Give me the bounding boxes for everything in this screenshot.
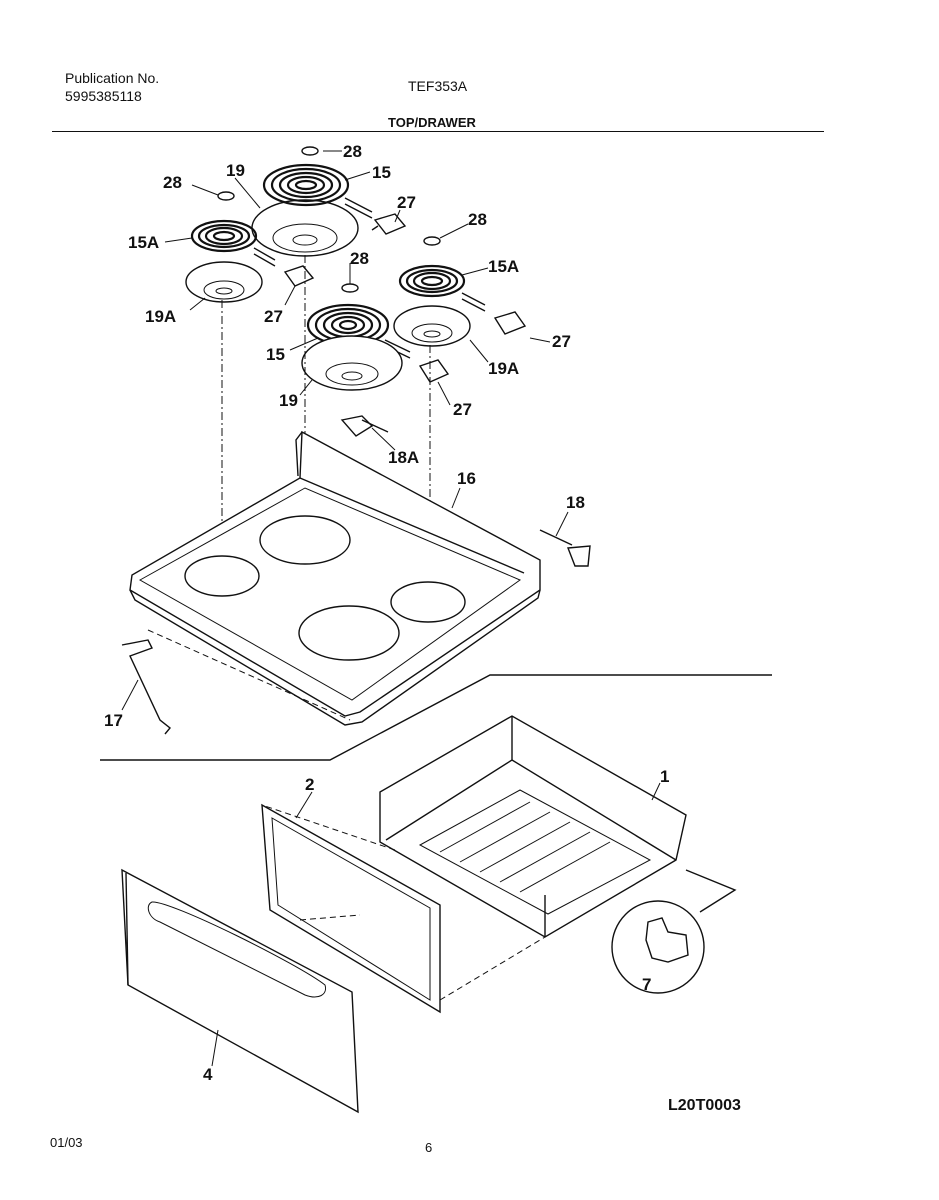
element-15A-left bbox=[190, 219, 276, 267]
cap-28-b bbox=[217, 191, 235, 201]
callout-28: 28 bbox=[350, 249, 369, 268]
callout-15A: 15A bbox=[128, 233, 159, 252]
cap-28-c bbox=[423, 236, 441, 246]
drawer-front-4 bbox=[121, 868, 359, 1114]
receptacle-27-right bbox=[493, 311, 527, 335]
footer-date: 01/03 bbox=[50, 1135, 83, 1150]
callout-27: 27 bbox=[552, 332, 571, 351]
receptacle-27-rear bbox=[371, 213, 407, 235]
cap-28-d bbox=[341, 283, 359, 293]
drip-bowl-19A-left bbox=[185, 261, 263, 303]
callout-28: 28 bbox=[343, 142, 362, 161]
callout-28: 28 bbox=[468, 210, 487, 229]
callout-17: 17 bbox=[104, 711, 123, 730]
support-rod-17 bbox=[121, 629, 351, 735]
callout-19: 19 bbox=[226, 161, 245, 180]
cap-28-a bbox=[301, 146, 319, 156]
callout-19A: 19A bbox=[488, 359, 519, 378]
drip-bowl-19A-right bbox=[393, 305, 471, 347]
callout-27: 27 bbox=[264, 307, 283, 326]
callout-19A: 19A bbox=[145, 307, 176, 326]
element-15A-right bbox=[398, 264, 486, 312]
callout-1: 1 bbox=[660, 767, 669, 786]
drawer-body-1 bbox=[379, 715, 687, 938]
element-15-rear bbox=[262, 163, 373, 219]
callout-15: 15 bbox=[372, 163, 391, 182]
callout-27: 27 bbox=[397, 193, 416, 212]
callout-16: 16 bbox=[457, 469, 476, 488]
drip-bowl-19-front bbox=[301, 335, 403, 391]
callout-19: 19 bbox=[279, 391, 298, 410]
receptacle-27-front bbox=[418, 359, 450, 383]
callout-15: 15 bbox=[266, 345, 285, 364]
diagram-id: L20T0003 bbox=[668, 1097, 741, 1114]
callout-27: 27 bbox=[453, 400, 472, 419]
bracket-18 bbox=[539, 529, 591, 567]
callout-15A: 15A bbox=[488, 257, 519, 276]
drawer-panel-2 bbox=[261, 803, 441, 1014]
header-rule bbox=[52, 131, 824, 132]
main-top-16 bbox=[129, 430, 541, 726]
callout-4: 4 bbox=[203, 1065, 213, 1084]
model-number: TEF353A bbox=[408, 78, 468, 94]
publication-label: Publication No. bbox=[65, 70, 160, 86]
callout-18: 18 bbox=[566, 493, 585, 512]
receptacle-27-left bbox=[283, 265, 315, 287]
section-divider-line bbox=[100, 674, 772, 761]
callout-7: 7 bbox=[642, 975, 651, 994]
page-number: 6 bbox=[425, 1140, 433, 1155]
publication-number: 5995385118 bbox=[65, 88, 142, 104]
callout-28: 28 bbox=[163, 173, 182, 192]
detail-view-7 bbox=[611, 869, 737, 994]
section-title: TOP/DRAWER bbox=[388, 115, 476, 130]
callout-2: 2 bbox=[305, 775, 314, 794]
drip-bowl-19-rear bbox=[251, 199, 359, 257]
callout-18A: 18A bbox=[388, 448, 419, 467]
bracket-18A bbox=[340, 415, 389, 437]
